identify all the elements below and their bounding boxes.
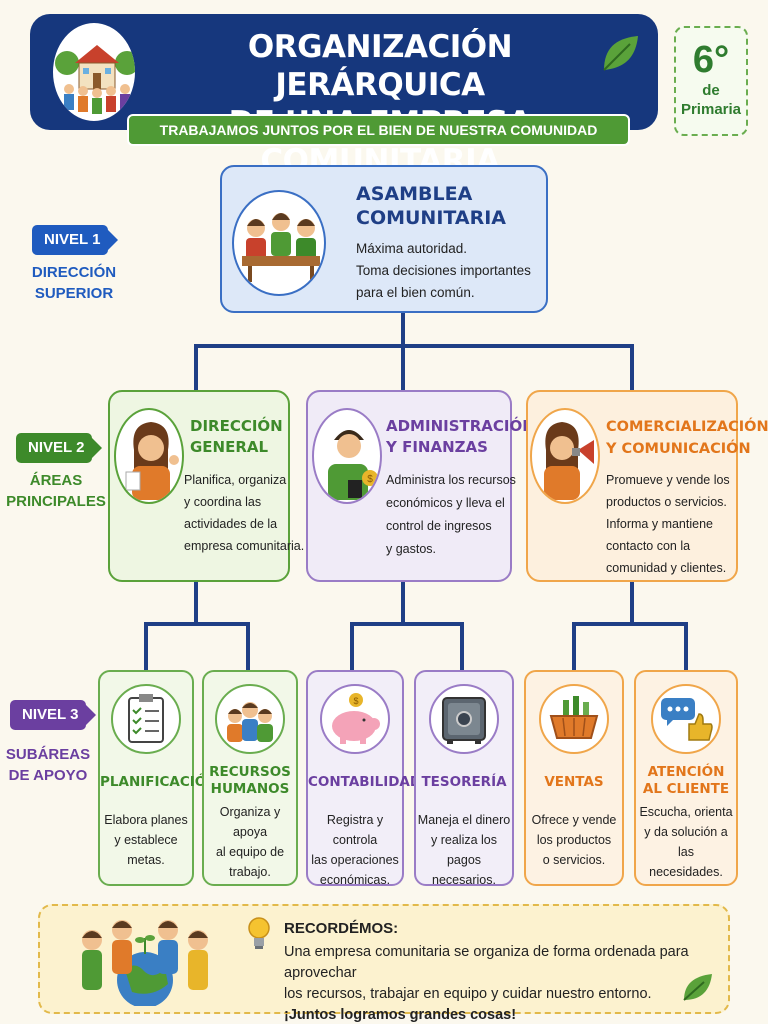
connector-line	[401, 580, 405, 626]
grade-badge: 6° de Primaria	[674, 26, 748, 136]
community-house-icon	[50, 20, 138, 124]
connector-line	[144, 622, 148, 672]
svg-text:$: $	[367, 474, 373, 485]
grade-de: de	[702, 82, 720, 99]
director-woman-icon	[114, 408, 184, 504]
leaf-icon	[598, 30, 644, 74]
connector-line	[684, 622, 688, 672]
svg-text:$: $	[353, 696, 358, 706]
connector-line	[144, 622, 250, 626]
grade-level: Primaria	[680, 101, 742, 118]
level-1-tag: NIVEL 1	[32, 225, 118, 255]
asamblea-description: Máxima autoridad.Toma decisiones importa…	[356, 241, 531, 300]
piggy-bank-icon: $	[320, 684, 390, 754]
connector-line	[630, 344, 634, 392]
connector-line	[350, 622, 464, 626]
grade-number: 6°	[692, 39, 730, 81]
level-3-tag: NIVEL 3	[10, 700, 96, 730]
people-meeting-icon	[232, 190, 326, 296]
team-people-icon	[215, 684, 285, 754]
connector-line	[630, 580, 634, 626]
connector-line	[460, 622, 464, 672]
connector-line	[246, 622, 250, 672]
basket-icon	[539, 684, 609, 754]
page-title: ORGANIZACIÓN JERÁRQUICA DE UNA EMPRESA C…	[140, 28, 620, 180]
reminder-text: Una empresa comunitaria se organiza de f…	[284, 944, 689, 1023]
subtitle-banner: TRABAJAMOS JUNTOS POR EL BIEN DE NUESTRA…	[127, 114, 630, 146]
connector-line	[401, 312, 405, 346]
chat-thumbs-up-icon	[651, 684, 721, 754]
megaphone-woman-icon	[530, 408, 600, 504]
reminder-title: RECORDÉMOS:	[284, 920, 399, 937]
title-line-1: ORGANIZACIÓN JERÁRQUICA	[247, 29, 513, 103]
finance-man-icon: $	[312, 408, 382, 504]
leaf-icon	[680, 970, 716, 1004]
connector-line	[572, 622, 576, 672]
connector-line	[194, 344, 634, 348]
safe-icon	[429, 684, 499, 754]
lightbulb-icon	[246, 914, 272, 954]
children-globe-icon	[70, 910, 220, 1008]
connector-line	[572, 622, 688, 626]
connector-line	[350, 622, 354, 672]
clipboard-checklist-icon	[111, 684, 181, 754]
connector-line	[194, 580, 198, 626]
level-2-tag: NIVEL 2	[16, 433, 102, 463]
connector-line	[401, 344, 405, 392]
connector-line	[194, 344, 198, 392]
